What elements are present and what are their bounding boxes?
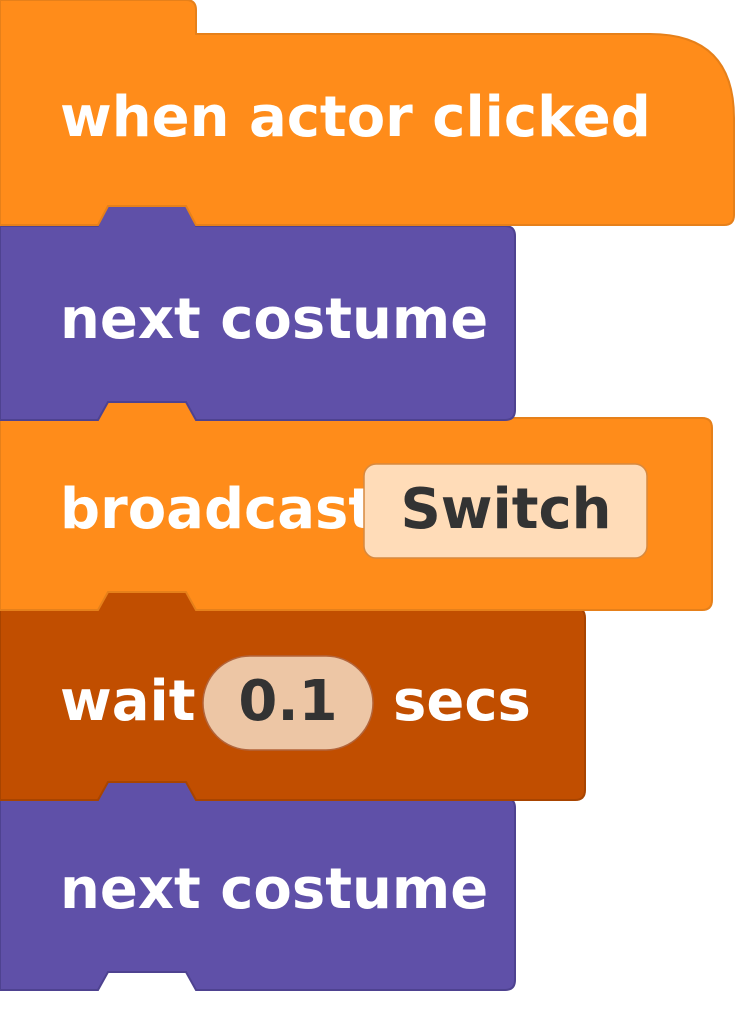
broadcast-message-value: Switch (400, 477, 611, 542)
when-actor-clicked-block-shape (0, 0, 735, 226)
broadcast-block[interactable]: broadcast Switch (0, 399, 713, 611)
next-costume-block-2[interactable]: next costume (0, 779, 516, 991)
broadcast-message-input[interactable] (363, 463, 648, 559)
next-costume-label-1: next costume (60, 287, 488, 352)
wait-number-value: 0.1 (238, 669, 337, 734)
wait-label: wait (60, 669, 196, 734)
wait-number-input[interactable] (202, 655, 374, 751)
broadcast-label: broadcast (60, 477, 375, 542)
wait-secs-label: secs (393, 669, 531, 734)
next-costume-label-2: next costume (60, 857, 488, 922)
wait-block[interactable]: wait 0.1 secs (0, 589, 586, 801)
when-actor-clicked-label: when actor clicked (60, 85, 651, 150)
next-costume-block-1[interactable]: next costume (0, 197, 516, 421)
when-actor-clicked-block[interactable]: when actor clicked (0, 0, 735, 226)
